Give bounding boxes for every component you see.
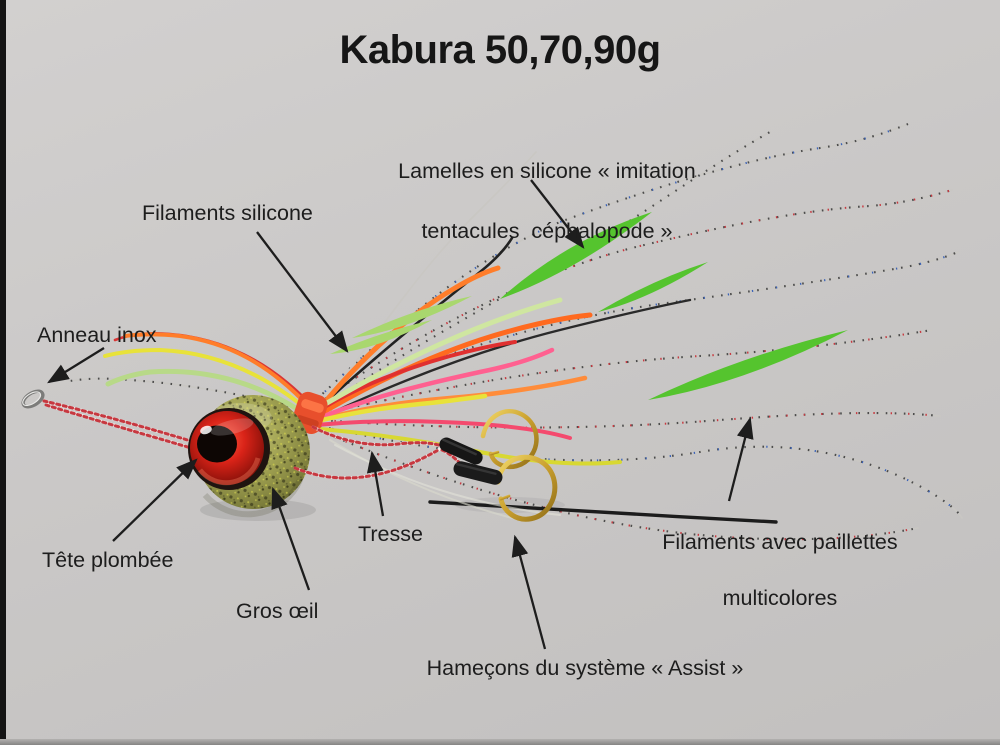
shrink-sleeves xyxy=(439,437,503,485)
label-lamelles-line2: tentacules céphalopode » xyxy=(421,219,673,243)
tete-arrow xyxy=(112,458,198,542)
filaments-silicone-arrow xyxy=(256,231,349,353)
label-paillettes: Filaments avec paillettes multicolores xyxy=(618,500,918,640)
stainless-ring xyxy=(21,389,45,409)
assist-hooks xyxy=(439,408,558,522)
lead-head xyxy=(188,395,310,518)
lamelles-arrow xyxy=(530,179,585,249)
hamecons-arrow xyxy=(511,534,547,650)
gros-oeil-arrow xyxy=(271,486,311,591)
label-hamecons: Hameçons du système « Assist » xyxy=(426,656,744,680)
photo-edge-left xyxy=(0,0,6,745)
annotation-arrows xyxy=(47,179,754,650)
paillettes-arrow xyxy=(727,416,754,502)
label-tete-plombee: Tête plombée xyxy=(42,548,174,572)
photo-edge-bottom xyxy=(0,739,1000,745)
silicone-lamellae xyxy=(330,212,848,400)
label-filaments-silicone: Filaments silicone xyxy=(142,201,313,225)
label-anneau-inox: Anneau inox xyxy=(37,323,157,347)
label-paillettes-line1: Filaments avec paillettes xyxy=(662,530,898,554)
label-tresse: Tresse xyxy=(358,522,423,546)
page-title: Kabura 50,70,90g xyxy=(339,28,661,72)
label-lamelles: Lamelles en silicone « imitation tentacu… xyxy=(355,126,715,276)
label-lamelles-line1: Lamelles en silicone « imitation xyxy=(398,159,696,183)
tresse-arrow xyxy=(366,450,385,517)
big-eye xyxy=(188,408,270,490)
label-paillettes-line2: multicolores xyxy=(722,586,838,610)
anneau-arrow xyxy=(47,347,105,384)
braided-line xyxy=(42,399,212,454)
label-gros-oeil: Gros œil xyxy=(236,599,319,623)
